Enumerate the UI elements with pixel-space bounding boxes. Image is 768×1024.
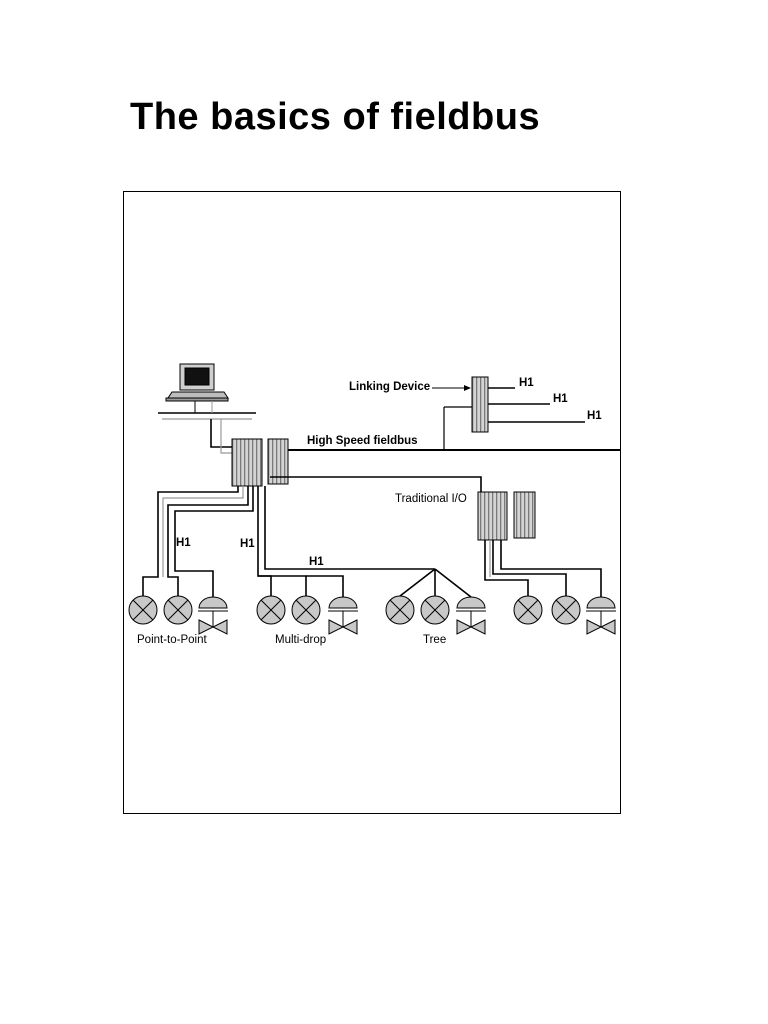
transmitter-icon — [256, 595, 286, 625]
control-valve-icon — [586, 596, 616, 635]
traditional-io-label: Traditional I/O — [395, 493, 467, 505]
diagram-frame — [123, 191, 621, 814]
traditional-io-rack — [477, 491, 536, 541]
multi-drop-h1-wiring — [257, 486, 344, 597]
transmitter-icon — [551, 595, 581, 625]
point-to-point-label: Point-to-Point — [137, 634, 207, 646]
h1-label-link-3: H1 — [587, 410, 602, 422]
traditional-io-wiring — [484, 540, 602, 597]
multi-drop-label: Multi-drop — [275, 634, 326, 646]
page-title: The basics of fieldbus — [130, 96, 541, 138]
control-network-bus — [158, 401, 256, 420]
h1-label-link-2: H1 — [553, 393, 568, 405]
controller-rack — [231, 438, 289, 487]
h1-label-multi-drop: H1 — [240, 538, 255, 550]
transmitter-icon — [291, 595, 321, 625]
control-valve-icon — [328, 596, 358, 635]
workstation-computer-icon — [165, 363, 229, 402]
h1-label-link-1: H1 — [519, 377, 534, 389]
high-speed-fieldbus-label: High Speed fieldbus — [307, 435, 418, 447]
tree-label: Tree — [423, 634, 446, 646]
control-valve-icon — [456, 596, 486, 635]
linking-device-label: Linking Device — [349, 381, 430, 393]
controller-to-traditional-io-line — [270, 476, 482, 492]
transmitter-icon — [513, 595, 543, 625]
high-speed-fieldbus-line — [288, 406, 621, 451]
point-to-point-h1-wiring — [142, 486, 254, 597]
host-rack-connection — [210, 419, 232, 454]
transmitter-icon — [163, 595, 193, 625]
control-valve-icon — [198, 596, 228, 635]
transmitter-icon — [385, 595, 415, 625]
tree-h1-wiring — [264, 486, 472, 598]
h1-label-point-to-point: H1 — [176, 537, 191, 549]
h1-label-tree: H1 — [309, 556, 324, 568]
linking-device — [432, 376, 585, 433]
transmitter-icon — [420, 595, 450, 625]
transmitter-icon — [128, 595, 158, 625]
